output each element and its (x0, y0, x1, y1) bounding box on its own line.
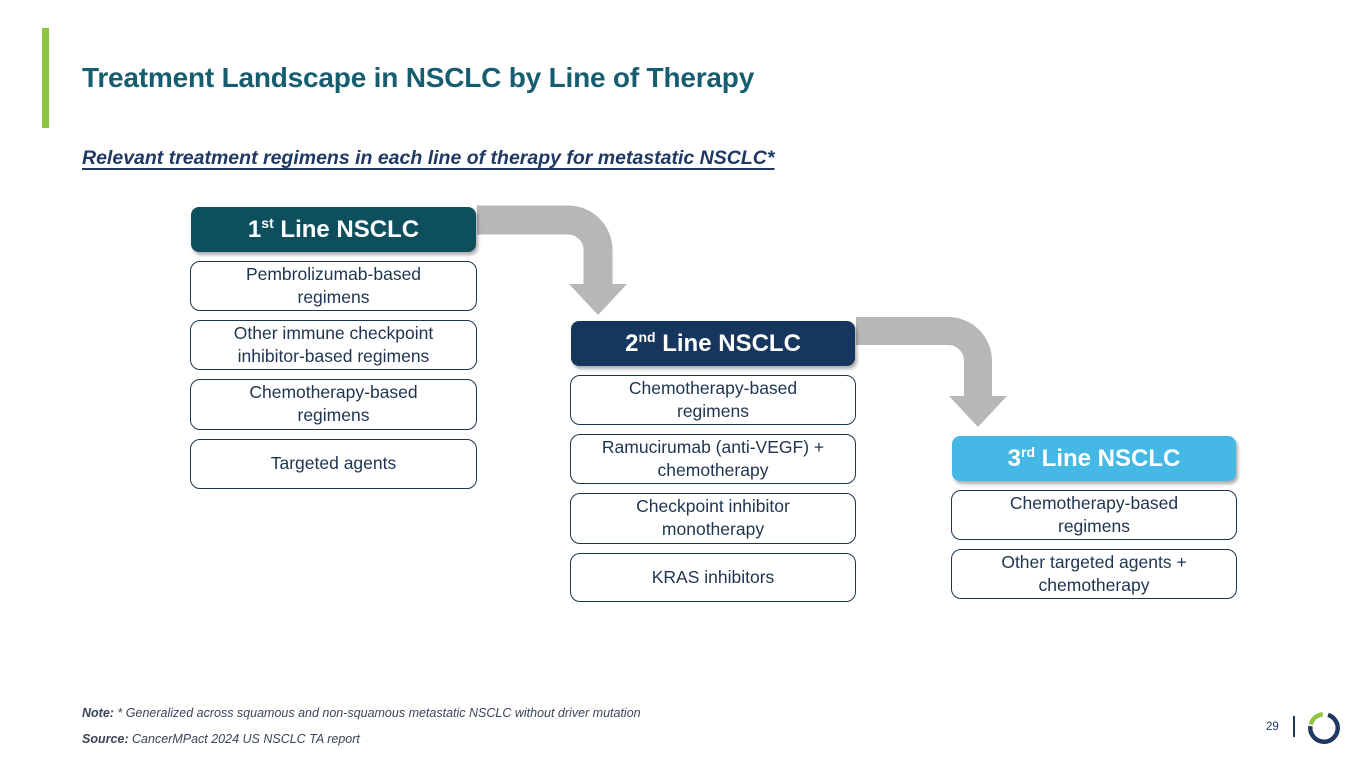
header-text: Line NSCLC (273, 215, 420, 243)
header-number: 2 (625, 329, 639, 357)
header-text: Line NSCLC (655, 329, 801, 357)
source-line: Source: CancerMPact 2024 US NSCLC TA rep… (82, 732, 360, 746)
note-line: Note: * Generalized across squamous and … (82, 706, 641, 720)
regimen-box: Chemotherapy-based regimens (570, 375, 856, 426)
regimen-box: Ramucirumab (anti-VEGF) + chemotherapy (570, 434, 856, 485)
note-label: Note: (82, 706, 114, 720)
regimen-box: Pembrolizumab-based regimens (190, 261, 477, 312)
regimen-box: Other immune checkpoint inhibitor-based … (190, 320, 477, 371)
note-text: * Generalized across squamous and non-sq… (113, 706, 641, 720)
logo-navy-arc (1308, 712, 1340, 744)
source-label: Source: (82, 732, 129, 746)
header-number: 1 (247, 215, 262, 243)
regimen-box: KRAS inhibitors (570, 552, 856, 602)
source-text: CancerMPact 2024 US NSCLC TA report (128, 732, 360, 746)
footer-separator (1293, 716, 1295, 737)
regimen-box: Chemotherapy-based regimens (190, 379, 477, 430)
logo-green-arc (1308, 712, 1324, 726)
header-text: Line NSCLC (1035, 444, 1181, 472)
page-title: Treatment Landscape in NSCLC by Line of … (82, 62, 755, 93)
header-number: 3 (1007, 444, 1021, 472)
elbow-arrow-2nd-to-3rd-icon (856, 317, 1007, 427)
page-number: 29 (1266, 721, 1279, 733)
green-accent-bar (42, 28, 49, 128)
elbow-arrow-1st-to-2nd-icon (477, 205, 627, 315)
regimen-box: Checkpoint inhibitor monotherapy (570, 493, 856, 544)
regimen-box: Other targeted agents + chemotherapy (951, 549, 1237, 600)
regimen-box: Targeted agents (190, 438, 477, 489)
regimen-box: Chemotherapy-based regimens (951, 490, 1237, 541)
slide-subtitle: Relevant treatment regimens in each line… (82, 147, 775, 169)
page-footer-right: 29 (1258, 706, 1348, 750)
company-ring-logo-icon (1308, 712, 1340, 744)
